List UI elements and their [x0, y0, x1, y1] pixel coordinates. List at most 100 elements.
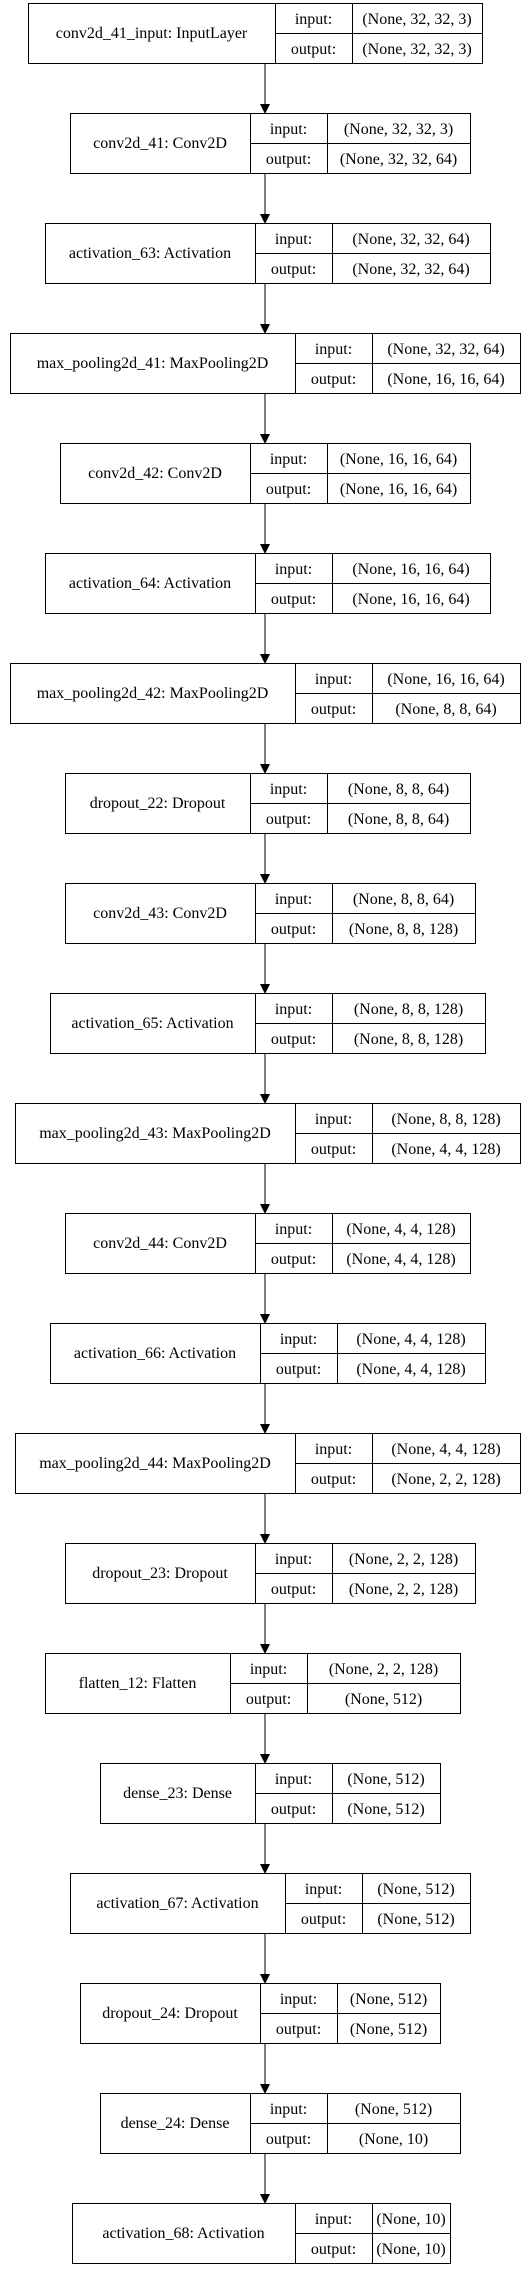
layer-node: max_pooling2d_41: MaxPooling2D input: outp… — [10, 333, 521, 394]
nodes-group: conv2d_41_input: InputLayer input: output:… — [10, 3, 521, 2264]
input-shape: (None, 16, 16, 64) — [387, 671, 504, 688]
output-shape: (None, 8, 8, 64) — [348, 811, 449, 828]
output-shape: (None, 2, 2, 128) — [391, 1471, 500, 1488]
layer-name: conv2d_43: Conv2D — [93, 905, 227, 922]
layer-name: max_pooling2d_43: MaxPooling2D — [39, 1125, 271, 1142]
layer-node: conv2d_43: Conv2D input: output: (None, 8, … — [65, 883, 476, 944]
layer-name: activation_68: Activation — [102, 2225, 264, 2242]
input-label: input: — [315, 1441, 352, 1458]
output-label: output: — [266, 481, 311, 498]
layer-name: dropout_22: Dropout — [90, 795, 226, 812]
input-label: input: — [315, 341, 352, 358]
output-label: output: — [311, 2241, 356, 2258]
layer-node: activation_68: Activationinput:output:(N… — [72, 2203, 451, 2264]
input-label: input: — [275, 891, 312, 908]
layer-name: flatten_12: Flatten — [79, 1675, 197, 1692]
input-shape: (None, 8, 8, 64) — [348, 781, 449, 798]
input-label: input: — [275, 1221, 312, 1238]
output-shape: (None, 512) — [347, 1801, 424, 1818]
output-shape: (None, 4, 4, 128) — [391, 1141, 500, 1158]
layer-name: activation_67: Activation — [96, 1895, 258, 1912]
input-label: input: — [270, 451, 307, 468]
layer-node: dropout_24: Dropout input: output: (None, 5… — [80, 1983, 441, 2044]
layer-node: dropout_23: Dropout input: output: (None, 2… — [65, 1543, 476, 1604]
output-label: output: — [301, 1911, 346, 1928]
input-shape: (None, 512) — [350, 1991, 427, 2008]
layer-node: activation_65: Activation input: output: (N… — [50, 993, 486, 1054]
layer-node: conv2d_44: Conv2D input: output: (None, 4, … — [65, 1213, 471, 1274]
output-label: output: — [271, 1581, 316, 1598]
input-label: input: — [280, 1991, 317, 2008]
output-shape: (None, 8, 8, 64) — [395, 701, 496, 718]
layer-name: activation_63: Activation — [69, 245, 231, 262]
layer-box — [15, 1433, 521, 1494]
layer-name: dense_23: Dense — [123, 1785, 232, 1802]
output-shape: (None, 2, 2, 128) — [349, 1581, 458, 1598]
input-shape: (None, 10) — [376, 2211, 445, 2228]
output-label: output: — [276, 1361, 321, 1378]
layer-name: dropout_24: Dropout — [102, 2005, 238, 2022]
output-shape: (None, 10) — [376, 2241, 445, 2258]
output-label: output: — [276, 2021, 321, 2038]
output-label: output: — [246, 1691, 291, 1708]
layer-name: conv2d_44: Conv2D — [93, 1235, 227, 1252]
output-label: output: — [271, 261, 316, 278]
output-shape: (None, 512) — [345, 1691, 422, 1708]
output-label: output: — [271, 1031, 316, 1048]
input-shape: (None, 16, 16, 64) — [352, 561, 469, 578]
input-label: input: — [275, 561, 312, 578]
layer-name: max_pooling2d_44: MaxPooling2D — [39, 1455, 271, 1472]
layer-name: activation_64: Activation — [69, 575, 231, 592]
output-shape: (None, 4, 4, 128) — [346, 1251, 455, 1268]
output-label: output: — [311, 371, 356, 388]
output-shape: (None, 16, 16, 64) — [340, 481, 457, 498]
input-shape: (None, 4, 4, 128) — [356, 1331, 465, 1348]
output-label: output: — [266, 151, 311, 168]
output-label: output: — [311, 701, 356, 718]
layer-name: conv2d_41: Conv2D — [93, 135, 227, 152]
input-shape: (None, 2, 2, 128) — [349, 1551, 458, 1568]
input-label: input: — [315, 1111, 352, 1128]
input-label: input: — [280, 1331, 317, 1348]
input-shape: (None, 512) — [347, 1771, 424, 1788]
input-label: input: — [275, 1001, 312, 1018]
layer-name: dropout_23: Dropout — [92, 1565, 228, 1582]
input-label: input: — [275, 1551, 312, 1568]
output-label: output: — [271, 1251, 316, 1268]
layer-node: activation_66: Activationinput:output:(N… — [50, 1323, 486, 1384]
layer-node: conv2d_41_input: InputLayerinput:output:… — [28, 3, 483, 64]
input-shape: (None, 512) — [377, 1881, 454, 1898]
output-shape: (None, 16, 16, 64) — [352, 591, 469, 608]
input-shape: (None, 2, 2, 128) — [329, 1661, 438, 1678]
input-label: input: — [270, 121, 307, 138]
layer-node: activation_64: Activation input: output: (N… — [45, 553, 491, 614]
layer-node: activation_67: Activationinput:output:(N… — [70, 1873, 471, 1934]
layer-node: max_pooling2d_42: MaxPooling2Dinput:outp… — [10, 663, 521, 724]
input-shape: (None, 8, 8, 128) — [354, 1001, 463, 1018]
output-shape: (None, 4, 4, 128) — [356, 1361, 465, 1378]
output-shape: (None, 32, 32, 64) — [352, 261, 469, 278]
input-label: input: — [275, 1771, 312, 1788]
layer-name: activation_65: Activation — [71, 1015, 233, 1032]
output-label: output: — [291, 41, 336, 58]
output-label: output: — [311, 1141, 356, 1158]
output-shape: (None, 8, 8, 128) — [349, 921, 458, 938]
input-shape: (None, 512) — [355, 2101, 432, 2118]
layer-name: max_pooling2d_42: MaxPooling2D — [37, 685, 269, 702]
layer-node: activation_63: Activationinput:output:(N… — [45, 223, 491, 284]
input-shape: (None, 16, 16, 64) — [340, 451, 457, 468]
output-label: output: — [271, 591, 316, 608]
layer-name: max_pooling2d_41: MaxPooling2D — [37, 355, 269, 372]
output-label: output: — [266, 811, 311, 828]
layer-name: conv2d_41_input: InputLayer — [56, 25, 248, 42]
input-label: input: — [270, 2101, 307, 2118]
layer-node: conv2d_42: Conv2D input: output: (None, 16,… — [60, 443, 471, 504]
output-label: output: — [271, 921, 316, 938]
layer-name: conv2d_42: Conv2D — [88, 465, 222, 482]
input-shape: (None, 32, 32, 3) — [362, 11, 471, 28]
input-shape: (None, 32, 32, 3) — [344, 121, 453, 138]
